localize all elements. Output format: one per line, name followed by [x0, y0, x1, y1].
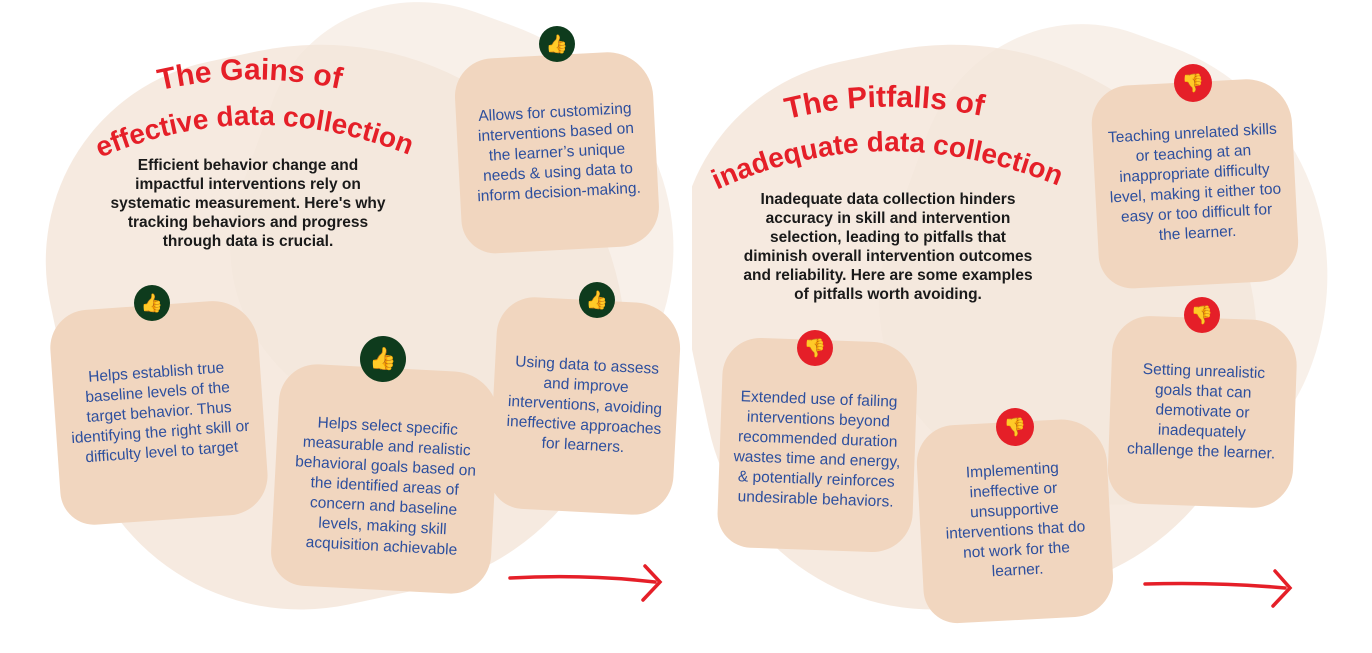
- thumbs-down-icon: 👎: [1174, 64, 1212, 102]
- thumbs-up-icon: 👍: [360, 336, 406, 382]
- gains-intro: Efficient behavior change and impactful …: [110, 157, 386, 250]
- thumbs-up-icon: 👍: [134, 285, 170, 321]
- card-text: Using data to assess and improve interve…: [506, 353, 663, 457]
- pitfalls-card: Setting unrealistic goals that can demot…: [1106, 314, 1299, 510]
- thumbs-up-icon: 👍: [539, 26, 575, 62]
- gains-title-line1: The Gains of: [154, 53, 346, 97]
- pitfalls-card: Implementing ineffective or unsupportive…: [914, 417, 1116, 625]
- card-text: Setting unrealistic goals that can demot…: [1126, 360, 1276, 463]
- pitfalls-intro: Inadequate data collection hinders accur…: [743, 191, 1033, 303]
- card-text: Helps establish true baseline levels of …: [70, 358, 250, 466]
- gains-title-line2: effective data collection: [91, 100, 418, 163]
- card-text: Extended use of failing interventions be…: [733, 388, 901, 511]
- card-text: Implementing ineffective or unsupportive…: [945, 459, 1086, 581]
- card-text: Teaching unrelated skills or teaching at…: [1107, 120, 1282, 244]
- next-arrow-icon: [1143, 569, 1293, 608]
- gains-card: Allows for customizing interventions bas…: [453, 49, 661, 256]
- card-text: Allows for customizing interventions bas…: [476, 99, 642, 205]
- thumbs-down-icon: 👎: [996, 408, 1034, 446]
- gains-card: Using data to assess and improve interve…: [487, 295, 683, 517]
- next-arrow-icon: [508, 564, 663, 602]
- pitfalls-title-line1: The Pitfalls of: [782, 81, 989, 126]
- thumbs-down-icon: 👎: [1184, 297, 1220, 333]
- card-text: Helps select specific measurable and rea…: [294, 414, 477, 559]
- thumbs-up-icon: 👍: [579, 282, 615, 318]
- pitfalls-card: Teaching unrelated skills or teaching at…: [1089, 76, 1301, 291]
- pitfalls-card: Extended use of failing interventions be…: [716, 336, 919, 554]
- thumbs-down-icon: 👎: [797, 330, 833, 366]
- gains-card: Helps select specific measurable and rea…: [269, 362, 501, 596]
- gains-card: Helps establish true baseline levels of …: [47, 298, 271, 527]
- pitfalls-title-line2: inadequate data collection: [707, 126, 1068, 195]
